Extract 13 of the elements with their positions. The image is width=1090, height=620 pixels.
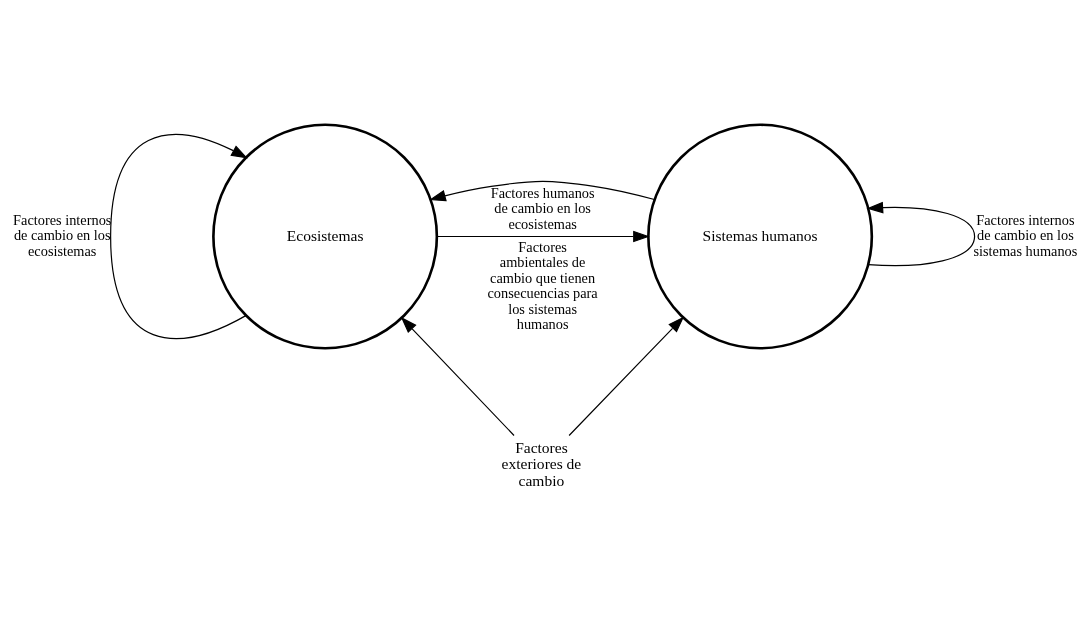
node-text: Factores exteriores de cambio (501, 438, 582, 490)
arrow (400, 316, 515, 437)
arrow (110, 133, 248, 339)
edge-label: Factores internos de cambio en los sistemas humanos (973, 211, 1078, 259)
edge-label: Factores humanos de cambio en los ecosistemas (490, 184, 595, 232)
arrow (436, 230, 650, 243)
node-circle: Sistemas humanos (647, 123, 874, 350)
edge-label: Factores ambientales de cambio que tienen consecuencias para los sistemas humanos (487, 238, 598, 333)
arrow (568, 316, 685, 437)
arrow (866, 201, 976, 267)
edge-label: Factores internos de cambio en los ecosistemas (13, 211, 112, 259)
node-circle: Ecosistemas (212, 123, 439, 350)
arrow (429, 180, 655, 202)
